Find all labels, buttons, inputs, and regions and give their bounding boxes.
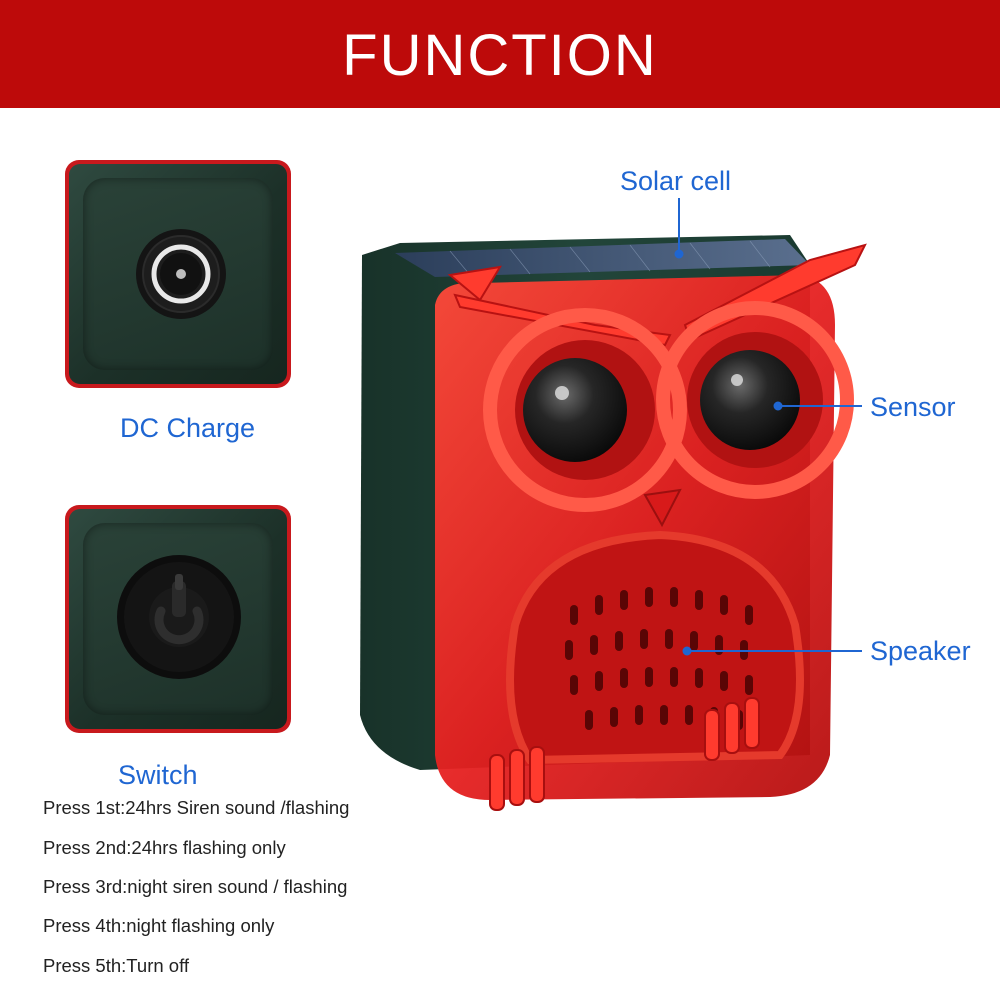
dc-port-icon xyxy=(136,229,226,319)
press-mode-5: Press 5th:Turn off xyxy=(43,955,190,976)
speaker-label: Speaker xyxy=(870,636,971,666)
owl-device-illustration xyxy=(360,235,867,811)
sensor-label: Sensor xyxy=(870,392,956,422)
press-mode-2: Press 2nd:24hrs flashing only xyxy=(43,837,286,858)
title-banner: FUNCTION xyxy=(0,0,1000,108)
sensor-left-eye xyxy=(523,358,627,462)
press-mode-4: Press 4th:night flashing only xyxy=(43,915,275,936)
solar-cell-label: Solar cell xyxy=(620,166,732,196)
press-mode-3: Press 3rd:night siren sound / flashing xyxy=(43,876,348,897)
dc-charge-label: DC Charge xyxy=(120,413,256,443)
switch-photo xyxy=(65,505,291,733)
sensor-right-eye xyxy=(700,350,800,450)
page-title: FUNCTION xyxy=(342,22,658,88)
press-mode-1: Press 1st:24hrs Siren sound /flashing xyxy=(43,797,350,818)
switch-label: Switch xyxy=(118,760,198,790)
power-switch-icon xyxy=(117,555,241,679)
dc-charge-photo xyxy=(65,160,291,388)
